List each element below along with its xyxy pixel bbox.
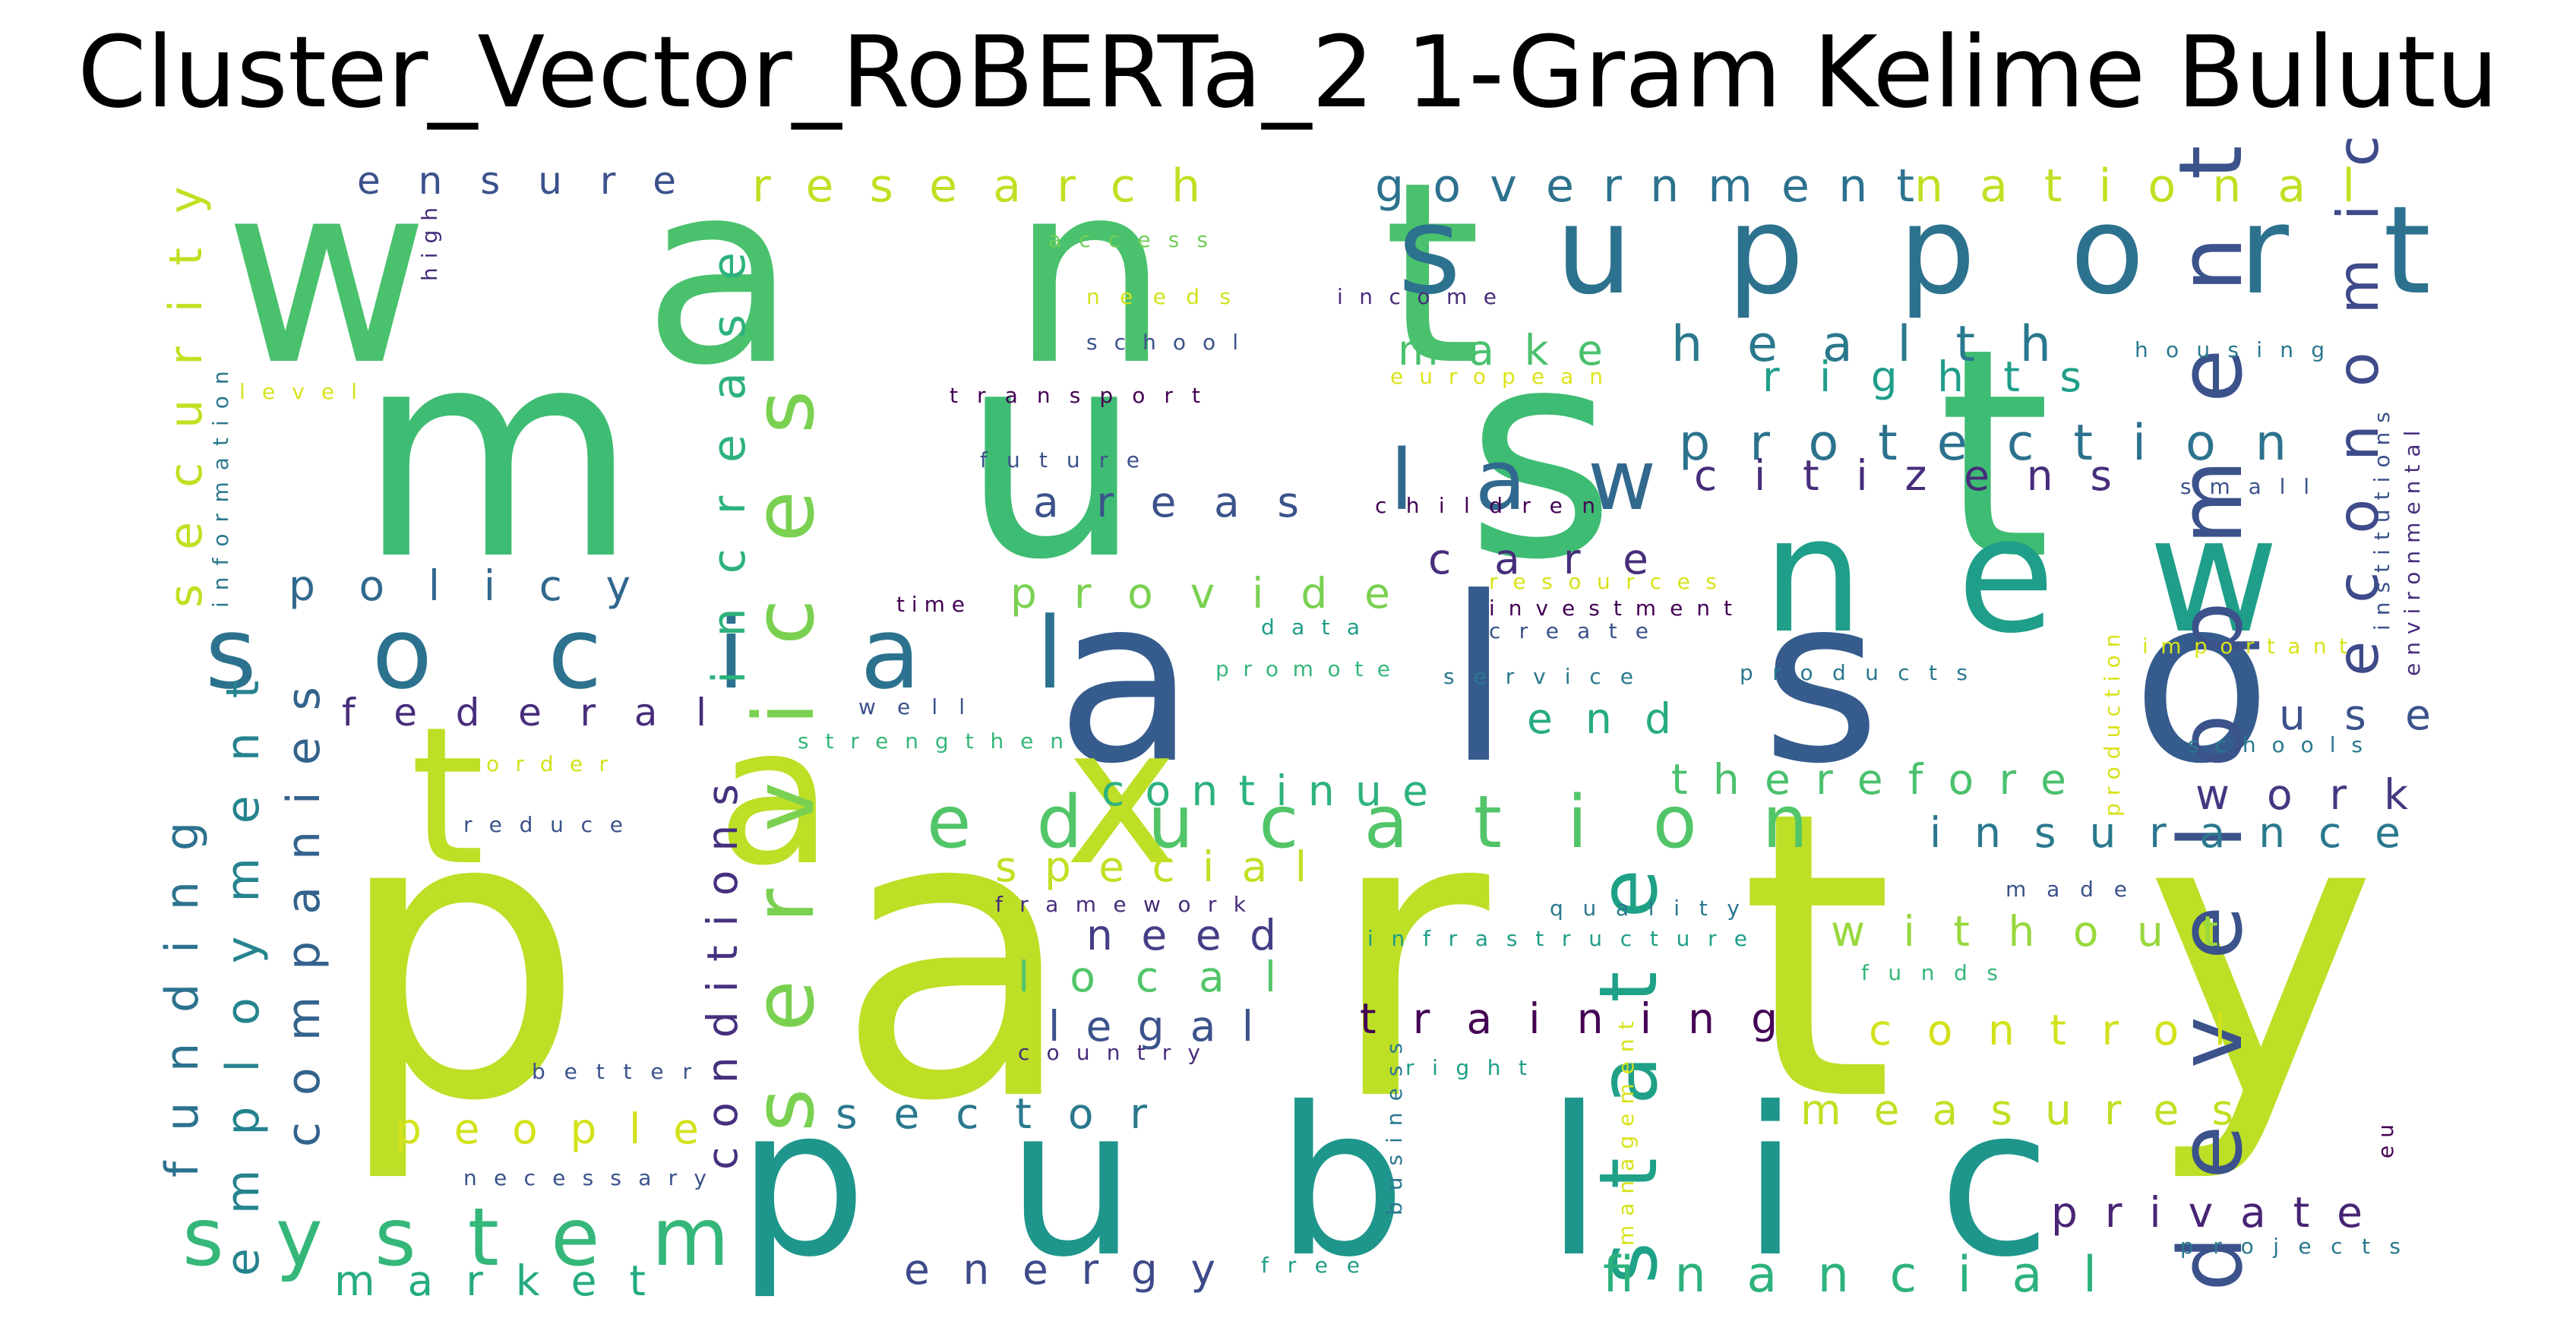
word-employment: employment: [217, 646, 270, 1276]
word-environmental: environmental: [2400, 423, 2425, 676]
word-resources: resources: [1489, 569, 1717, 594]
word-funding: funding: [156, 792, 209, 1177]
word-financial: financial: [1603, 1247, 2097, 1304]
word-high: high: [417, 198, 442, 281]
word-control: control: [1869, 1006, 2226, 1054]
word-support: support: [1398, 179, 2431, 321]
word-institutions: institutions: [2369, 403, 2394, 631]
word-important: important: [2142, 634, 2347, 659]
word-security: security: [160, 152, 213, 608]
word-promote: promote: [1215, 656, 1390, 681]
word-made: made: [2005, 877, 2127, 902]
word-country: country: [1018, 1040, 1200, 1065]
word-end: end: [1527, 694, 1671, 743]
word-schools: schools: [2188, 732, 2363, 757]
word-companies: companies: [277, 660, 330, 1147]
word-data: data: [1261, 615, 1360, 640]
word-training: training: [1360, 994, 1778, 1043]
word-need: need: [1086, 911, 1276, 959]
word-information: information: [208, 359, 233, 608]
word-development: development: [2160, 88, 2262, 1291]
word-necessary: necessary: [463, 1165, 706, 1190]
word-want: want: [224, 128, 1481, 420]
word-private: private: [2051, 1188, 2363, 1237]
word-economic: economic: [2325, 97, 2391, 676]
word-increase: increase: [703, 218, 756, 684]
word-projects: projects: [2180, 1234, 2401, 1259]
word-management: management: [1614, 1012, 1639, 1246]
word-federal: federal: [342, 691, 706, 735]
word-housing: housing: [2135, 337, 2325, 362]
word-new: new: [1762, 482, 2279, 668]
word-education: education: [927, 781, 1808, 864]
word-government: government: [1375, 160, 1914, 213]
word-provide: provide: [1010, 569, 1390, 618]
word-citizens: citizens: [1694, 451, 2112, 500]
word-eu: eu: [2373, 1117, 2398, 1158]
word-therefore: therefore: [1671, 755, 2066, 804]
word-business: business: [1382, 1032, 1407, 1215]
word-infrastructure: infrastructure: [1367, 926, 1747, 951]
page-title: Cluster_Vector_RoBERTa_2 1-Gram Kelime B…: [77, 14, 2499, 130]
word-services: services: [735, 333, 833, 1132]
word-conditions: conditions: [698, 765, 747, 1170]
word-use: use: [2279, 691, 2431, 739]
word-research: research: [752, 160, 1200, 213]
word-production: production: [2100, 627, 2125, 817]
word-state: state: [1582, 816, 1675, 1284]
